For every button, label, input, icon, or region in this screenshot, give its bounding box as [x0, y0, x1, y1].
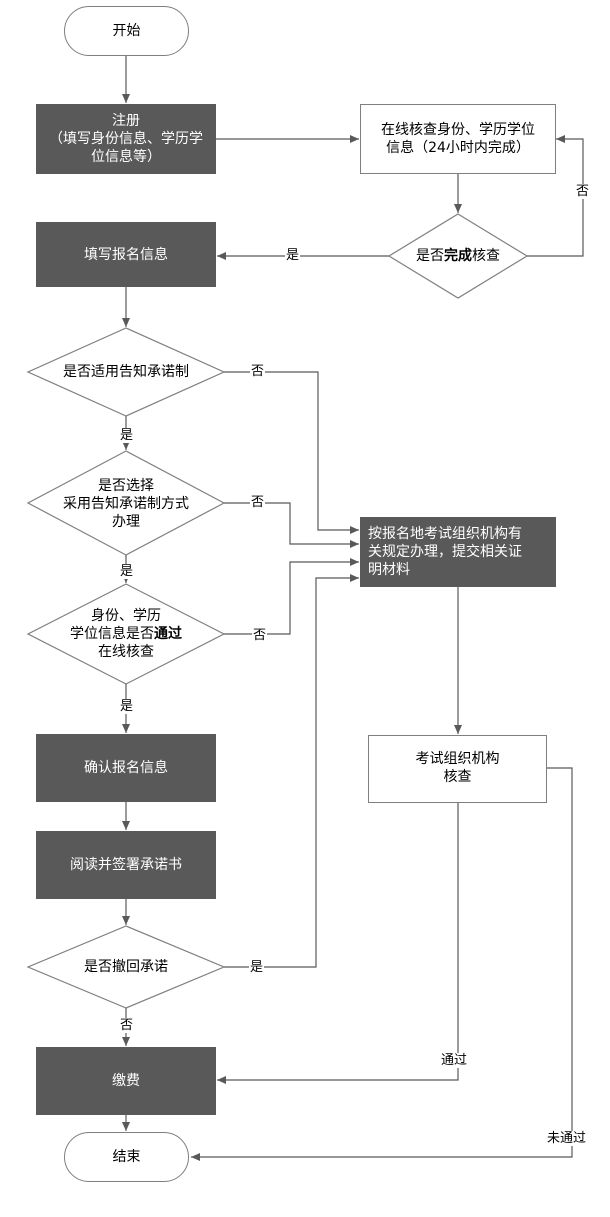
label-yes-passed: 是 — [119, 699, 135, 714]
check-done-bold: 完成 — [444, 248, 472, 264]
label-yes-choose: 是 — [119, 564, 135, 579]
fill-info-box: 填写报名信息 — [36, 222, 216, 287]
check-done-suffix: 核查 — [472, 248, 500, 264]
check-done-prefix: 是否 — [416, 248, 444, 264]
end-label: 结束 — [112, 1149, 141, 1165]
label-no-choose: 否 — [250, 495, 266, 510]
fill-info-label: 填写报名信息 — [84, 246, 168, 263]
edge-passed-no — [224, 558, 359, 635]
register-detail-1: （填写身份信息、学历学 — [49, 131, 203, 147]
applies-label: 是否适用告知承诺制 — [63, 364, 189, 380]
edge-org-passed — [217, 803, 459, 1084]
edge-org-not-passed — [191, 767, 573, 1161]
label-passed: 通过 — [440, 1053, 469, 1068]
passed-line-3: 在线核查 — [98, 644, 154, 660]
register-detail-2: 位信息等） — [91, 149, 161, 165]
start-label: 开始 — [112, 23, 141, 39]
local-rules-line-3: 明材料 — [368, 562, 410, 578]
decision-choose: 是否选择 采用告知承诺制方式 办理 — [28, 476, 224, 532]
org-check-line-2: 核查 — [443, 769, 472, 785]
read-sign-label: 阅读并签署承诺书 — [70, 857, 182, 873]
choose-line-2: 采用告知承诺制方式 — [63, 496, 189, 512]
choose-line-3: 办理 — [112, 514, 140, 530]
decision-check-done: 是否完成核查 — [389, 244, 527, 268]
edge-applies-no — [224, 371, 359, 534]
decision-passed: 身份、学历 学位信息是否通过 在线核查 — [28, 606, 224, 662]
label-yes-withdraw: 是 — [249, 960, 265, 975]
org-check-box: 考试组织机构 核查 — [368, 735, 547, 803]
decision-withdraw: 是否撤回承诺 — [28, 955, 224, 979]
label-yes-fill: 是 — [285, 248, 301, 263]
local-rules-line-1: 按报名地考试组织机构有 — [368, 526, 522, 542]
read-sign-box: 阅读并签署承诺书 — [36, 831, 216, 899]
label-no-passed: 否 — [252, 628, 268, 643]
online-check-box: 在线核查身份、学历学位 信息（24小时内完成） — [360, 104, 556, 174]
register-box: 注册 （填写身份信息、学历学 位信息等） — [36, 104, 216, 174]
passed-line-1: 身份、学历 — [91, 608, 161, 624]
decision-applies: 是否适用告知承诺制 — [28, 360, 224, 384]
pay-box: 缴费 — [36, 1047, 216, 1115]
label-no-withdraw: 否 — [119, 1018, 135, 1033]
confirm-info-label: 确认报名信息 — [84, 760, 168, 776]
label-not-passed: 未通过 — [546, 1131, 588, 1146]
passed-line-2-prefix: 学位信息是否 — [70, 626, 154, 642]
label-no-recheck: 否 — [575, 184, 591, 199]
edge-choose-no — [224, 502, 359, 548]
online-check-line-1: 在线核查身份、学历学位 — [381, 122, 535, 138]
online-check-line-2: 信息（24小时内完成） — [386, 140, 530, 156]
withdraw-label: 是否撤回承诺 — [84, 959, 168, 975]
start-node: 开始 — [64, 6, 189, 56]
pay-label: 缴费 — [112, 1073, 140, 1089]
local-rules-box: 按报名地考试组织机构有 关规定办理，提交相关证 明材料 — [360, 517, 556, 587]
label-no-applies: 否 — [250, 364, 266, 379]
label-yes-applies: 是 — [119, 428, 135, 443]
local-rules-line-2: 关规定办理，提交相关证 — [368, 544, 522, 560]
decision-check-done-shape — [387, 213, 529, 299]
end-node: 结束 — [64, 1132, 189, 1182]
org-check-line-1: 考试组织机构 — [415, 751, 500, 767]
edge-withdraw-yes — [224, 574, 359, 968]
register-title: 注册 — [112, 113, 140, 129]
passed-line-2-bold: 通过 — [154, 626, 182, 642]
choose-line-1: 是否选择 — [98, 478, 154, 494]
confirm-info-box: 确认报名信息 — [36, 734, 216, 802]
